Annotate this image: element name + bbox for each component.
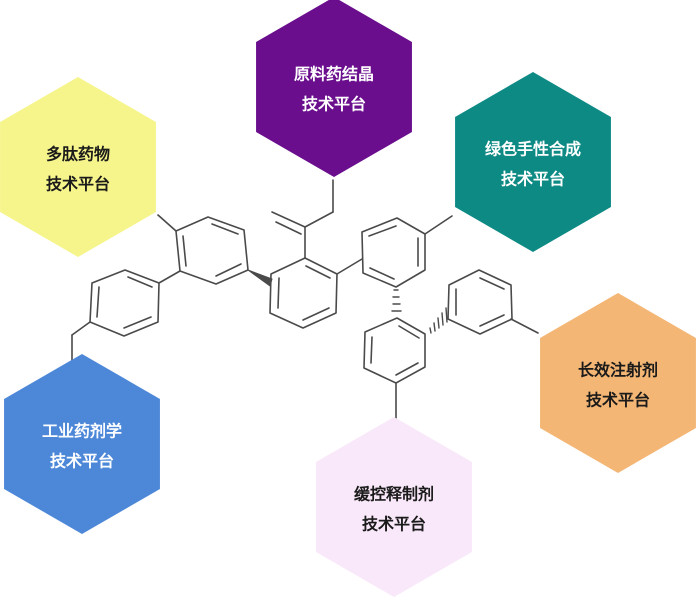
- bond-c-d: [336, 258, 363, 275]
- inner-bond-d3: [369, 267, 395, 280]
- hexagon-shape: [4, 354, 160, 534]
- wedge-bond-a-c: [247, 269, 273, 287]
- benzene-ring-b: [89, 269, 160, 337]
- platform-label-suffix: 技术平台: [46, 175, 110, 194]
- inner-bond-b1: [127, 276, 153, 288]
- platform-label-suffix: 技术平台: [362, 515, 426, 534]
- bond-d-hex-green: [424, 215, 453, 235]
- inner-bond-c2: [302, 307, 330, 321]
- platform-label-name: 多肽药物: [46, 145, 110, 164]
- inner-bond-e2: [395, 362, 419, 376]
- bond-a-b: [158, 270, 181, 284]
- hexagon-shape: [316, 417, 472, 597]
- inner-bond-e1: [398, 325, 420, 339]
- inner-bond-a3: [182, 235, 187, 267]
- molecule-skeleton: [71, 179, 539, 419]
- platform-label-name: 长效注射剂: [578, 361, 658, 380]
- inner-bond-a1: [211, 223, 239, 235]
- inner-bond-c1: [305, 265, 331, 279]
- hash-bond-e-f: [429, 307, 448, 334]
- platform-label-name: 工业药剂学: [42, 422, 122, 441]
- platform-label-suffix: 技术平台: [586, 391, 650, 410]
- hexagon-shape: [256, 0, 412, 177]
- platform-label-suffix: 技术平台: [302, 95, 366, 114]
- inner-bond-b2: [123, 316, 152, 329]
- inner-bond-c3: [277, 277, 280, 309]
- vinyl-double-b: [275, 221, 302, 235]
- bond-vinyl-chain: [304, 211, 334, 228]
- inner-bond-f1: [479, 277, 505, 290]
- platform-label-name: 原料药结晶: [294, 65, 374, 84]
- hexagon-shape: [0, 77, 156, 257]
- inner-bond-b3: [96, 286, 100, 318]
- bond-b-ch2: [71, 321, 91, 336]
- bond-f-hex-longacting: [510, 318, 539, 334]
- vinyl-double-a: [271, 211, 306, 228]
- platform-label-name: 缓控释制剂: [353, 485, 434, 504]
- platform-label-suffix: 技术平台: [501, 170, 565, 189]
- inner-bond-f2: [479, 314, 505, 327]
- platform-label-name: 绿色手性合成: [485, 140, 581, 159]
- benzene-ring-e: [363, 317, 426, 384]
- hexagon-shape: [455, 72, 611, 252]
- platform-label-suffix: 技术平台: [50, 452, 114, 471]
- benzene-ring-f: [447, 269, 513, 335]
- inner-bond-d1: [368, 225, 397, 237]
- bond-a-hex-peptide: [157, 214, 177, 232]
- hash-bond-d-e: [391, 289, 402, 312]
- inner-bond-e3: [370, 336, 373, 364]
- benzene-ring-a: [175, 216, 249, 285]
- hexagon-shape: [540, 293, 696, 473]
- inner-bond-a2: [215, 263, 242, 277]
- benzene-ring-d: [361, 217, 426, 288]
- benzene-ring-c: [269, 257, 338, 329]
